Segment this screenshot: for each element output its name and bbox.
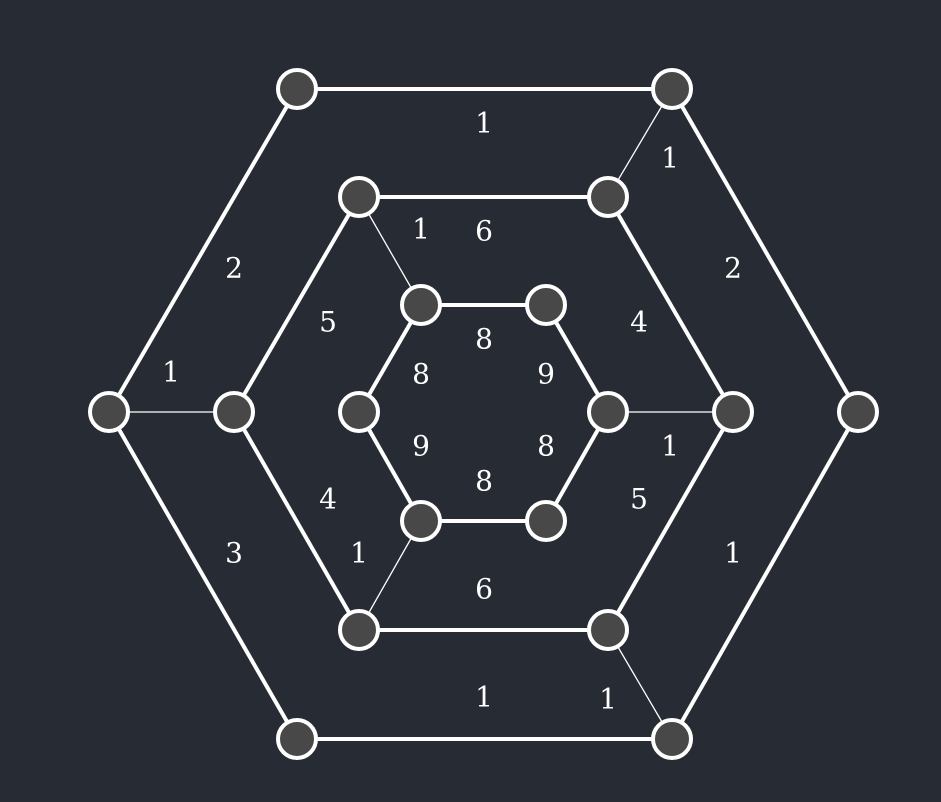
weight-label-middle-bottom: 6 (475, 573, 493, 606)
node-outer-left (88, 391, 130, 433)
edge-middle-lower-right (606, 410, 735, 632)
weight-label-spoke-outer-top-right: 1 (661, 142, 679, 175)
node-outer-bottom-left (276, 718, 318, 760)
node-inner-bottom-left (400, 500, 442, 542)
weight-label-middle-lower-right: 5 (630, 483, 648, 516)
edge-middle-lower-left (232, 410, 361, 632)
weight-label-outer-upper-right: 2 (724, 252, 742, 285)
edge-weight-labels: 1 2 1 1 3 2 6 4 5 6 4 5 8 9 8 8 9 8 1 1 … (162, 107, 742, 716)
node-inner-bottom-right (525, 500, 567, 542)
weight-label-spoke-outer-bottom-right: 1 (599, 683, 617, 716)
weight-label-spoke-inner-bottom-left: 1 (350, 537, 368, 570)
node-inner-top-right (525, 284, 567, 326)
edge-spoke-outer-bottom-right (607, 629, 673, 740)
edge-outer-upper-left (107, 87, 299, 414)
weight-label-spoke-inner-right: 1 (661, 430, 679, 463)
node-inner-right (587, 391, 629, 433)
node-middle-top-right (587, 176, 629, 218)
edge-outer-upper-right (670, 87, 860, 414)
edge-middle-upper-left (232, 195, 361, 414)
middle-hexagon-edges (232, 195, 735, 632)
node-middle-left (213, 391, 255, 433)
edge-middle-upper-right (606, 195, 735, 414)
weight-label-spoke-inner-top-left: 1 (412, 213, 430, 246)
edge-outer-lower-right (670, 410, 860, 741)
weight-label-outer-bottom: 1 (475, 681, 493, 714)
weight-label-outer-lower-left: 3 (225, 537, 243, 570)
node-middle-right (712, 391, 754, 433)
weight-label-inner-upper-left: 8 (412, 358, 430, 391)
graph-nodes (88, 68, 879, 760)
weight-label-outer-top: 1 (475, 107, 493, 140)
node-inner-left (338, 391, 380, 433)
node-outer-top-left (276, 68, 318, 110)
weight-label-inner-top: 8 (475, 323, 493, 356)
node-outer-bottom-right (651, 718, 693, 760)
weight-label-inner-upper-right: 9 (537, 358, 555, 391)
node-inner-top-left (400, 284, 442, 326)
weight-label-middle-top: 6 (475, 215, 493, 248)
edge-outer-lower-left (107, 410, 299, 741)
weight-label-inner-lower-right: 8 (537, 430, 555, 463)
node-outer-right (837, 391, 879, 433)
weight-label-spoke-outer-left: 1 (162, 356, 180, 389)
node-middle-bottom-right (587, 609, 629, 651)
node-middle-top-left (338, 176, 380, 218)
weight-label-outer-upper-left: 2 (225, 252, 243, 285)
node-middle-bottom-left (338, 609, 380, 651)
weight-label-middle-lower-left: 4 (319, 483, 337, 516)
weight-label-inner-bottom: 8 (475, 465, 493, 498)
weight-label-inner-lower-left: 9 (412, 430, 430, 463)
node-outer-top-right (651, 68, 693, 110)
weight-label-middle-upper-right: 4 (630, 306, 648, 339)
weight-label-middle-upper-left: 5 (319, 306, 337, 339)
outer-hexagon-edges (107, 87, 860, 741)
weight-label-outer-lower-right: 1 (724, 537, 742, 570)
